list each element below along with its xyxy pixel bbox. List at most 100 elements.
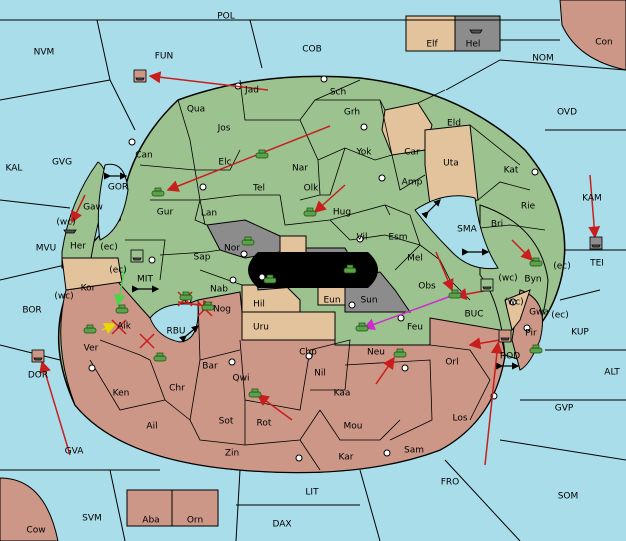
label-sap: Sap	[194, 253, 211, 263]
label-bri: Bri	[491, 220, 503, 230]
label-jos: Jos	[217, 124, 231, 134]
label-uru: Uru	[253, 323, 269, 333]
label-vil: Vil	[357, 233, 368, 243]
label-can: Can	[135, 151, 153, 161]
label-yok: Yok	[355, 148, 372, 158]
label-qwi: Qwi	[233, 374, 250, 384]
label-nog: Nog	[213, 305, 231, 315]
label-fro: FRO	[441, 478, 460, 488]
label-rot: Rot	[257, 419, 272, 429]
fleet-units	[31, 29, 603, 363]
label-zin: Zin	[225, 449, 239, 459]
label-wc-1: (wc)	[56, 218, 75, 228]
map-labels: POL NVM FUN COB NOM OVD Con Elf Hel Jad …	[6, 12, 621, 536]
label-mvu: MVU	[36, 244, 57, 254]
label-alt: ALT	[604, 368, 620, 378]
label-fun: FUN	[155, 52, 174, 62]
label-chr: Chr	[169, 384, 185, 394]
label-obs: Obs	[418, 282, 436, 292]
label-cow: Cow	[26, 526, 45, 536]
label-nor: Nor	[224, 244, 240, 254]
label-bor: BOR	[22, 306, 41, 316]
label-nvm: NVM	[34, 48, 55, 58]
label-her: Her	[70, 242, 86, 252]
label-aik: Aik	[117, 322, 132, 332]
label-rod: ROD	[500, 352, 520, 362]
label-bar: Bar	[202, 362, 218, 372]
label-los: Los	[452, 414, 467, 424]
label-kat: Kat	[504, 166, 519, 176]
label-nab: Nab	[210, 285, 228, 295]
label-lit: LIT	[305, 488, 319, 498]
label-hel: Hel	[466, 40, 481, 50]
label-eld: Eld	[447, 119, 461, 129]
label-orn: Orn	[187, 516, 203, 526]
label-gvp: GVP	[555, 404, 574, 414]
label-kar: Kar	[339, 453, 354, 463]
label-chp: Chp	[299, 348, 317, 358]
label-olk: Olk	[304, 184, 320, 194]
label-rbu: RBU	[166, 327, 185, 337]
label-sch: Sch	[330, 88, 346, 98]
label-mou: Mou	[344, 422, 363, 432]
label-gaw: Gaw	[83, 203, 103, 213]
territory-orn[interactable]	[171, 489, 219, 527]
label-gur: Gur	[157, 208, 174, 218]
label-kup: KUP	[571, 328, 589, 338]
label-elf: Elf	[426, 40, 438, 50]
label-kam: KAM	[582, 194, 602, 204]
label-gvg: GVG	[52, 158, 72, 168]
territory-aba[interactable]	[126, 489, 173, 527]
sea-borders	[0, 19, 626, 541]
label-uta: Uta	[443, 159, 459, 169]
label-wc-4: (wc)	[504, 298, 523, 308]
army-units	[83, 149, 543, 398]
label-feu: Feu	[407, 323, 423, 333]
label-pir: Pir	[525, 329, 537, 339]
label-tel: Tel	[252, 184, 265, 194]
label-buc: BUC	[464, 310, 483, 320]
label-eun: Eun	[323, 296, 340, 306]
label-wc-3: (wc)	[54, 292, 73, 302]
label-gwa: Gwa	[529, 308, 549, 318]
label-tei: TEI	[589, 259, 604, 269]
label-rie: Rie	[521, 202, 536, 212]
label-ost: Ost	[316, 258, 332, 268]
label-con: Con	[595, 38, 613, 48]
label-ec-1: (ec)	[100, 243, 118, 253]
label-dor: DOR	[28, 371, 48, 381]
label-sma: SMA	[457, 225, 477, 235]
label-ail: Ail	[146, 422, 157, 432]
label-nar: Nar	[292, 164, 308, 174]
label-mit: MIT	[137, 275, 153, 285]
label-web: Web	[285, 273, 305, 283]
label-esm: Esm	[388, 233, 407, 243]
label-som: SOM	[558, 492, 579, 502]
label-ec-3: (ec)	[553, 262, 571, 272]
label-lan: Lan	[201, 209, 217, 219]
label-neu: Neu	[367, 348, 385, 358]
label-car: Car	[404, 148, 420, 158]
order-arrows	[39, 71, 601, 466]
label-orl: Orl	[445, 358, 458, 368]
label-nom: NOM	[532, 54, 554, 64]
label-sun: Sun	[360, 296, 377, 306]
label-kaa: Kaa	[334, 389, 351, 399]
label-mel: Mel	[407, 254, 423, 264]
label-ovd: OVD	[557, 108, 577, 118]
label-wc-2: (wc)	[498, 274, 517, 284]
label-cob: COB	[302, 45, 322, 55]
label-dax: DAX	[272, 520, 291, 530]
label-gva: GVA	[65, 447, 85, 457]
label-hug: Hug	[333, 208, 351, 218]
label-byn: Byn	[524, 275, 541, 285]
channel-arrows	[104, 172, 520, 370]
label-ec-4: (ec)	[551, 311, 569, 321]
territory-uru[interactable]	[241, 311, 336, 341]
label-sot: Sot	[219, 417, 234, 427]
label-aba: Aba	[142, 516, 159, 526]
label-amp: Amp	[402, 178, 423, 188]
territory-hel[interactable]	[454, 15, 501, 52]
label-jad: Jad	[244, 86, 259, 96]
label-elc: Elc	[218, 158, 231, 168]
